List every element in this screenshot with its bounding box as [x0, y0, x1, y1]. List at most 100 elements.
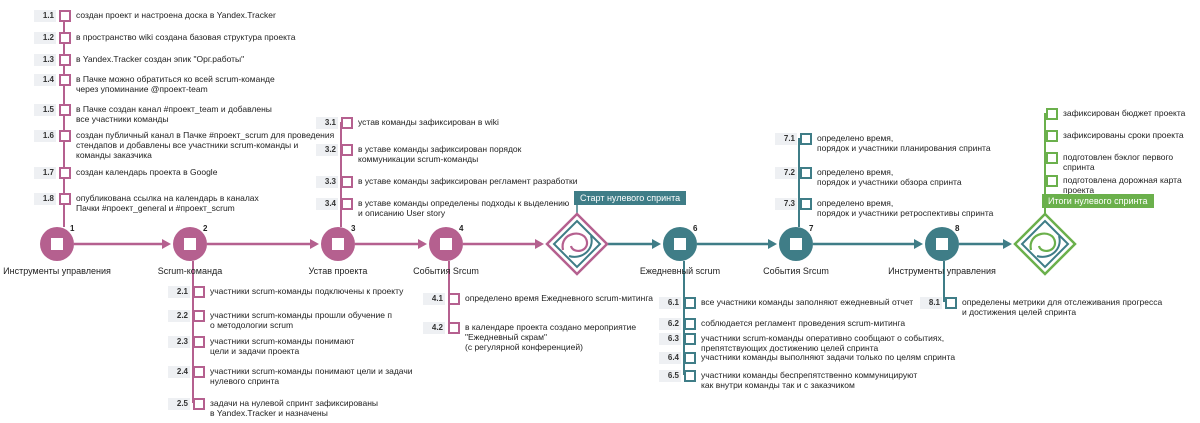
diamond-knot-icon	[545, 212, 609, 276]
knot-curve	[1036, 235, 1061, 258]
item-number-badge: 1.6	[34, 130, 56, 142]
item-text: участники команды выполняют задачи тольк…	[701, 352, 956, 362]
checklist-item: 6.3 участники scrum-команды оперативно со…	[659, 333, 944, 353]
item-number-badge: 2.2	[168, 310, 190, 322]
checkbox-icon[interactable]	[800, 133, 812, 145]
item-text: участники команды беспрепятственно комму…	[701, 370, 918, 390]
item-number-badge: 6.3	[659, 333, 681, 345]
item-text: зафиксированы сроки проекта	[1063, 130, 1184, 140]
checklist-item: 0.0подготовлен бэклог первого спринта	[1021, 152, 1195, 172]
milestone-square-icon	[936, 238, 948, 250]
item-number-badge: 3.4	[316, 198, 338, 210]
item-text: зафиксирован бюджет проекта	[1063, 108, 1186, 118]
checkbox-icon[interactable]	[341, 144, 353, 156]
checkbox-icon[interactable]	[59, 10, 71, 22]
item-number-badge: 7.3	[775, 198, 797, 210]
checkbox-icon[interactable]	[800, 198, 812, 210]
item-text: участники scrum-команды понимают цели и …	[210, 366, 413, 386]
checkbox-icon[interactable]	[448, 322, 460, 334]
milestone-label: Ежедневный scrum	[639, 266, 721, 276]
checkbox-icon[interactable]	[684, 318, 696, 330]
milestone-label: Устав проекта	[308, 266, 368, 276]
checkbox-icon[interactable]	[1046, 175, 1058, 187]
checkbox-icon[interactable]	[193, 286, 205, 298]
item-text: все участники команды заполняют ежедневн…	[701, 297, 914, 307]
checkbox-icon[interactable]	[193, 398, 205, 410]
checklist-item: 0.0подготовлена дорожная карта проекта	[1021, 175, 1195, 195]
checkbox-icon[interactable]	[1046, 108, 1058, 120]
checkbox-icon[interactable]	[193, 310, 205, 322]
checklist-item: 1.5 в Пачке создан канал #проект_team и д…	[34, 104, 272, 124]
arrow-head-icon	[914, 239, 923, 249]
item-number-badge: 3.3	[316, 176, 338, 188]
item-number-badge: 1.4	[34, 74, 56, 86]
checkbox-icon[interactable]	[684, 297, 696, 309]
sprint-results-banner: Итоги нулевого спринта	[1042, 194, 1154, 208]
arrow-head-icon	[768, 239, 777, 249]
item-text: в пространство wiki создана базовая стру…	[76, 32, 296, 42]
checkbox-icon[interactable]	[1046, 152, 1058, 164]
checkbox-icon[interactable]	[193, 336, 205, 348]
item-text: участники scrum-команды подключены к про…	[210, 286, 404, 296]
item-text: подготовлена дорожная карта проекта	[1063, 175, 1182, 195]
item-number-badge: 6.4	[659, 352, 681, 364]
milestone-number: 1	[70, 224, 75, 233]
checkbox-icon[interactable]	[193, 366, 205, 378]
checkbox-icon[interactable]	[684, 370, 696, 382]
item-text: соблюдается регламент проведения scrum-м…	[701, 318, 906, 328]
checklist-item: 0.0зафиксирован бюджет проекта	[1021, 108, 1185, 120]
checkbox-icon[interactable]	[59, 193, 71, 205]
diamond-outer	[1013, 212, 1077, 276]
checkbox-icon[interactable]	[59, 167, 71, 179]
arrow-head-icon	[1003, 239, 1012, 249]
checkbox-icon[interactable]	[684, 333, 696, 345]
checklist-item: 6.4 участники команды выполняют задачи то…	[659, 352, 955, 364]
item-number-badge: 1.1	[34, 10, 56, 22]
item-number-badge: 6.1	[659, 297, 681, 309]
item-number-badge: 6.2	[659, 318, 681, 330]
item-text: участники scrum-команды оперативно сообщ…	[701, 333, 945, 353]
checklist-item: 2.5 задачи на нулевой спринт зафиксирован…	[168, 398, 378, 418]
checkbox-icon[interactable]	[59, 32, 71, 44]
item-number-badge: 3.2	[316, 144, 338, 156]
milestone-square-icon	[790, 238, 802, 250]
milestone-label: Scrum-команда	[157, 266, 223, 276]
item-text: в Yandex.Tracker создан эпик "Орг.работы…	[76, 54, 245, 64]
checklist-item: 6.1 все участники команды заполняют ежедн…	[659, 297, 913, 309]
checklist-item: 1.1 создан проект и настроена доска в Yan…	[34, 10, 276, 22]
milestone-number: 2	[203, 224, 208, 233]
checkbox-icon[interactable]	[59, 130, 71, 142]
item-number-badge: 1.5	[34, 104, 56, 116]
checkbox-icon[interactable]	[1046, 130, 1058, 142]
checkbox-icon[interactable]	[800, 167, 812, 179]
checkbox-icon[interactable]	[59, 74, 71, 86]
checkbox-icon[interactable]	[341, 117, 353, 129]
item-text: определены метрики для отслеживания прог…	[962, 297, 1163, 317]
item-text: создан календарь проекта в Google	[76, 167, 218, 177]
sprint-start-banner: Старт нулевого спринта	[574, 191, 687, 205]
milestone-label: Инструменты управления	[888, 266, 996, 276]
milestone-number: 8	[955, 224, 960, 233]
checkbox-icon[interactable]	[684, 352, 696, 364]
checkbox-icon[interactable]	[945, 297, 957, 309]
checkbox-icon[interactable]	[59, 54, 71, 66]
item-text: создан проект и настроена доска в Yandex…	[76, 10, 276, 20]
checkbox-icon[interactable]	[448, 293, 460, 305]
item-number-badge: 7.1	[775, 133, 797, 145]
checkbox-icon[interactable]	[341, 198, 353, 210]
checkbox-icon[interactable]	[59, 104, 71, 116]
item-text: в Пачке создан канал #проект_team и доба…	[76, 104, 272, 124]
checkbox-icon[interactable]	[341, 176, 353, 188]
arrow-head-icon	[310, 239, 319, 249]
item-text: задачи на нулевой спринт зафиксированы в…	[210, 398, 379, 418]
item-number-badge: 2.5	[168, 398, 190, 410]
